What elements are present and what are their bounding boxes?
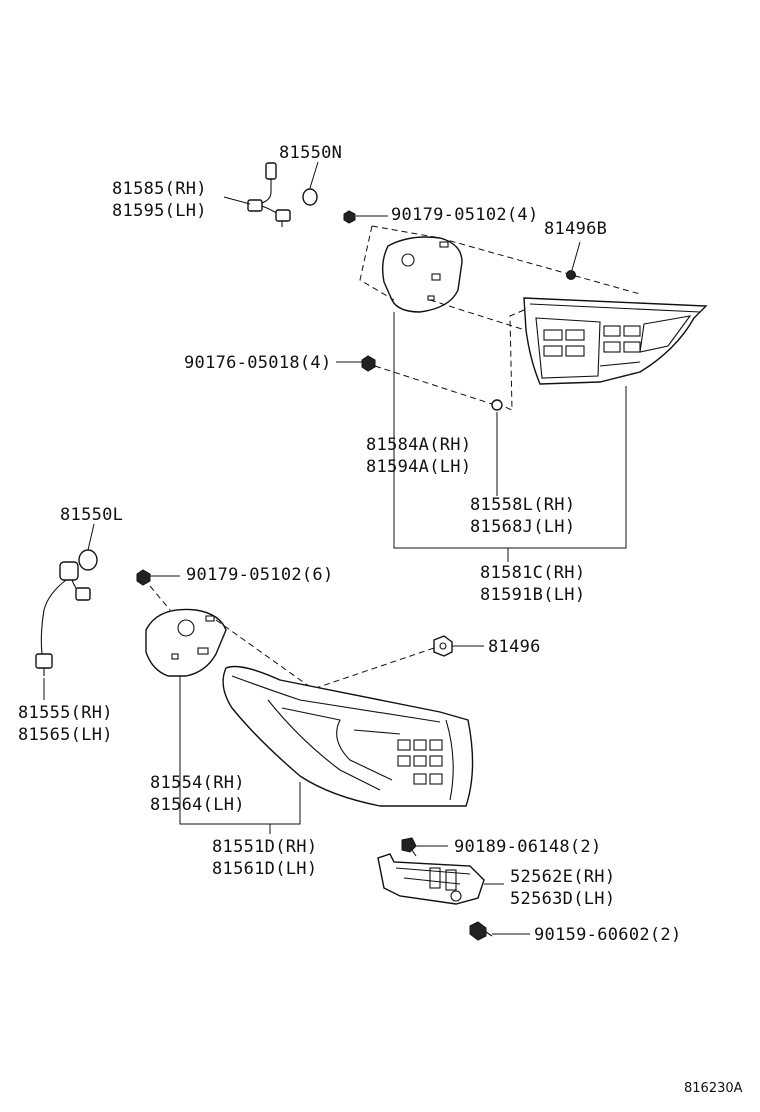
dash-upper-1 (359, 225, 395, 301)
label-90176: 90176-05018(4) (184, 353, 332, 373)
dash-lower-1 (149, 585, 171, 611)
leader-81550L (87, 523, 95, 551)
socket-gasket-81550L (78, 549, 98, 571)
label-81550N: 81550N (279, 143, 342, 163)
gasket-81558L (491, 399, 503, 411)
inner-lamp-81581C (523, 297, 708, 385)
label-52562E: 52562E(RH) (510, 867, 615, 887)
label-81581C: 81581C(RH) (480, 563, 585, 583)
label-81565: 81565(LH) (18, 725, 113, 745)
dash-lower-3 (309, 647, 435, 691)
label-81564: 81564(LH) (150, 795, 245, 815)
label-90189: 90189-06148(2) (454, 837, 602, 857)
label-81554: 81554(RH) (150, 773, 245, 793)
socket-gasket-81550N (302, 188, 318, 206)
nut-90179-lower (136, 569, 151, 586)
dash-upper-6 (374, 365, 493, 405)
bolt-90159 (469, 921, 493, 941)
label-81561D: 81561D(LH) (212, 859, 317, 879)
label-90159: 90159-60602(2) (534, 925, 682, 945)
dash-upper-2 (439, 237, 641, 295)
lamp-cover-81584A (381, 236, 463, 313)
screw-90189 (401, 837, 417, 857)
wire-harness-upper (247, 162, 291, 227)
label-52563D: 52563D(LH) (510, 889, 615, 909)
outer-lamp-81551D (222, 665, 474, 807)
label-81558L: 81558L(RH) (470, 495, 575, 515)
label-81568J: 81568J(LH) (470, 517, 575, 537)
leader-81496B (571, 241, 581, 271)
wire-harness-lower (35, 561, 91, 676)
label-81585: 81585(RH) (112, 179, 207, 199)
clip-81496B (566, 270, 576, 280)
nut-90179-upper (343, 210, 356, 224)
nut-90176 (361, 355, 376, 372)
label-81496B: 81496B (544, 219, 607, 239)
bracket-52562E (377, 853, 485, 905)
figure-code: 816230A (684, 1081, 743, 1096)
label-81496: 81496 (488, 637, 541, 657)
label-81595: 81595(LH) (112, 201, 207, 221)
label-90179-4: 90179-05102(4) (391, 205, 539, 225)
label-81591B: 81591B(LH) (480, 585, 585, 605)
dash-upper-3 (429, 299, 526, 331)
lamp-cover-81554 (145, 608, 227, 677)
bracket-81581C (393, 312, 627, 549)
dash-upper-4 (371, 225, 441, 239)
clip-81496 (433, 635, 453, 657)
label-81594A: 81594A(LH) (366, 457, 471, 477)
dash-lower-2 (215, 619, 321, 695)
label-81555: 81555(RH) (18, 703, 113, 723)
label-81584A: 81584A(RH) (366, 435, 471, 455)
label-90179-6: 90179-05102(6) (186, 565, 334, 585)
label-81550L: 81550L (60, 505, 123, 525)
bracket-81551D (179, 676, 301, 825)
label-81551D: 81551D(RH) (212, 837, 317, 857)
leader-81585 (223, 196, 251, 205)
dash-upper-5 (497, 309, 525, 411)
leader-81550N (309, 161, 319, 189)
